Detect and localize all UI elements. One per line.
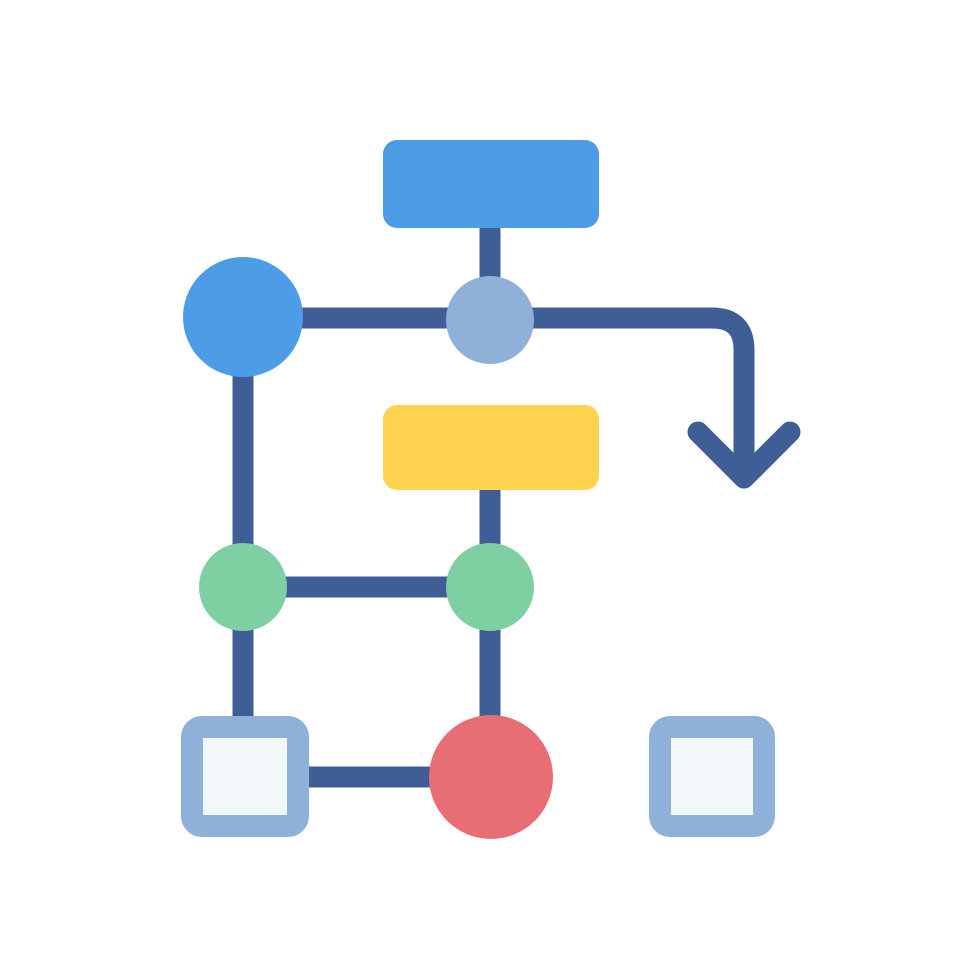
start-circle-node: [183, 257, 303, 377]
red-circle-node: [429, 715, 553, 839]
green-right-circle-node: [446, 543, 534, 631]
connector-junction-to-exit: [509, 307, 755, 489]
square-left-node: [181, 716, 309, 837]
top-rectangle-node: [383, 140, 599, 228]
green-left-circle-node: [199, 543, 287, 631]
arrowhead-down: [687, 421, 801, 489]
middle-rectangle-node: [383, 405, 599, 490]
nodes: [181, 140, 775, 839]
connectors: [232, 204, 801, 788]
square-right-node: [649, 716, 775, 837]
junction-circle-node: [446, 276, 534, 364]
